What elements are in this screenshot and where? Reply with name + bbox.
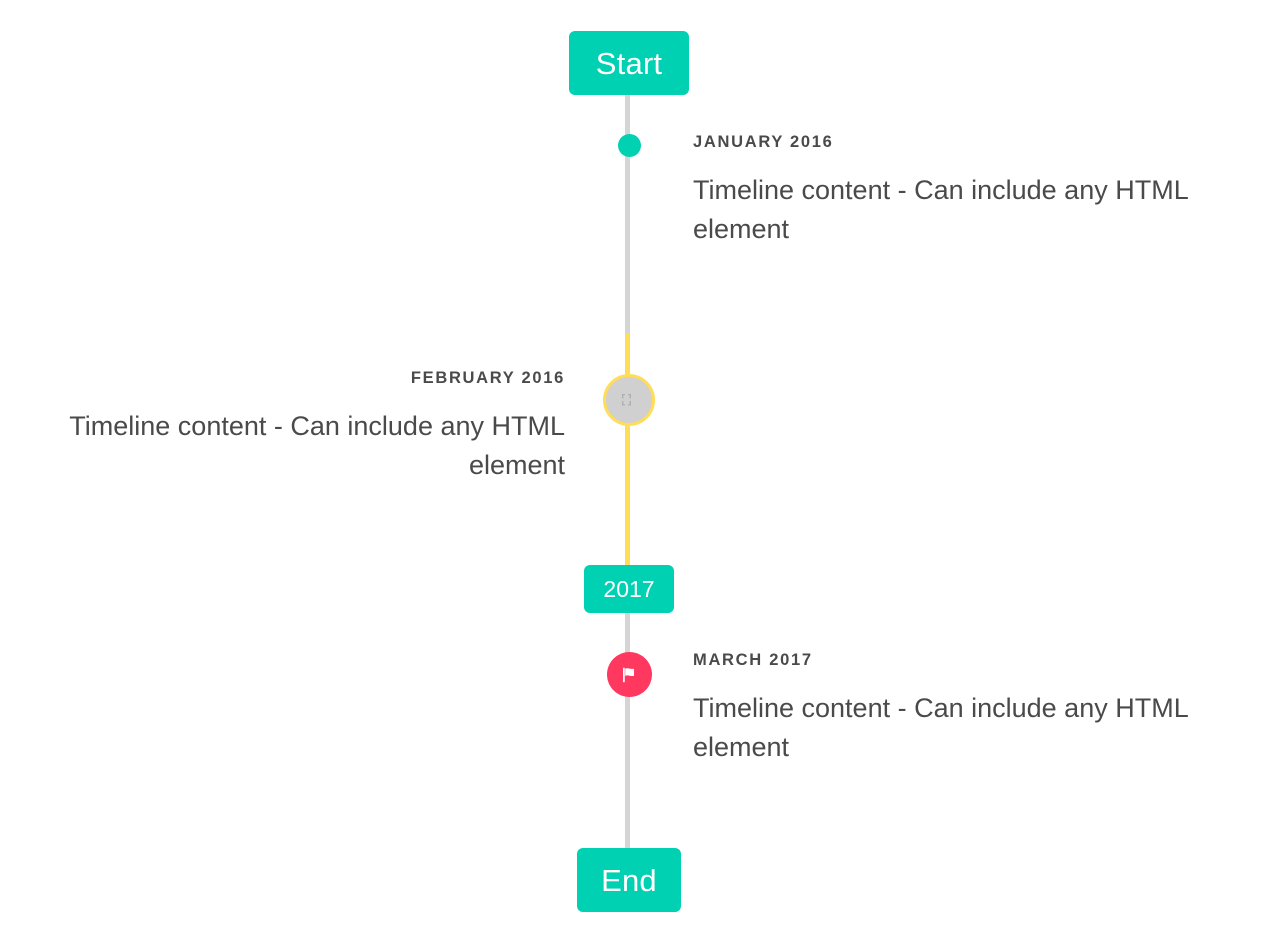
timeline-item-heading: JANUARY 2016 bbox=[693, 133, 834, 151]
timeline-divider-2017[interactable]: 2017 bbox=[584, 565, 674, 613]
timeline-item-body: Timeline content - Can include any HTML … bbox=[693, 174, 1188, 245]
timeline-item-body: Timeline content - Can include any HTML … bbox=[69, 410, 565, 481]
timeline-rail-segment-highlighted bbox=[625, 333, 630, 569]
timeline-header-start[interactable]: Start bbox=[569, 31, 689, 95]
timeline-marker-flag-icon[interactable] bbox=[607, 652, 652, 697]
timeline-rail-segment-top bbox=[625, 95, 630, 333]
timeline-item-heading: MARCH 2017 bbox=[693, 651, 813, 669]
timeline-item-body: Timeline content - Can include any HTML … bbox=[693, 692, 1188, 763]
timeline-marker-broken-image-icon[interactable] bbox=[603, 374, 655, 426]
broken-image-icon bbox=[622, 394, 631, 406]
timeline-item-january-2016: JANUARY 2016 Timeline content - Can incl… bbox=[693, 134, 1233, 250]
timeline-rail-segment-bottom bbox=[625, 613, 630, 848]
timeline-item-february-2016: FEBRUARY 2016 Timeline content - Can inc… bbox=[25, 370, 565, 486]
timeline-item-march-2017: MARCH 2017 Timeline content - Can includ… bbox=[693, 652, 1233, 768]
timeline-footer-end[interactable]: End bbox=[577, 848, 681, 912]
flag-icon bbox=[622, 667, 634, 682]
timeline-marker-dot-icon[interactable] bbox=[618, 134, 641, 157]
timeline-item-heading: FEBRUARY 2016 bbox=[410, 369, 565, 387]
